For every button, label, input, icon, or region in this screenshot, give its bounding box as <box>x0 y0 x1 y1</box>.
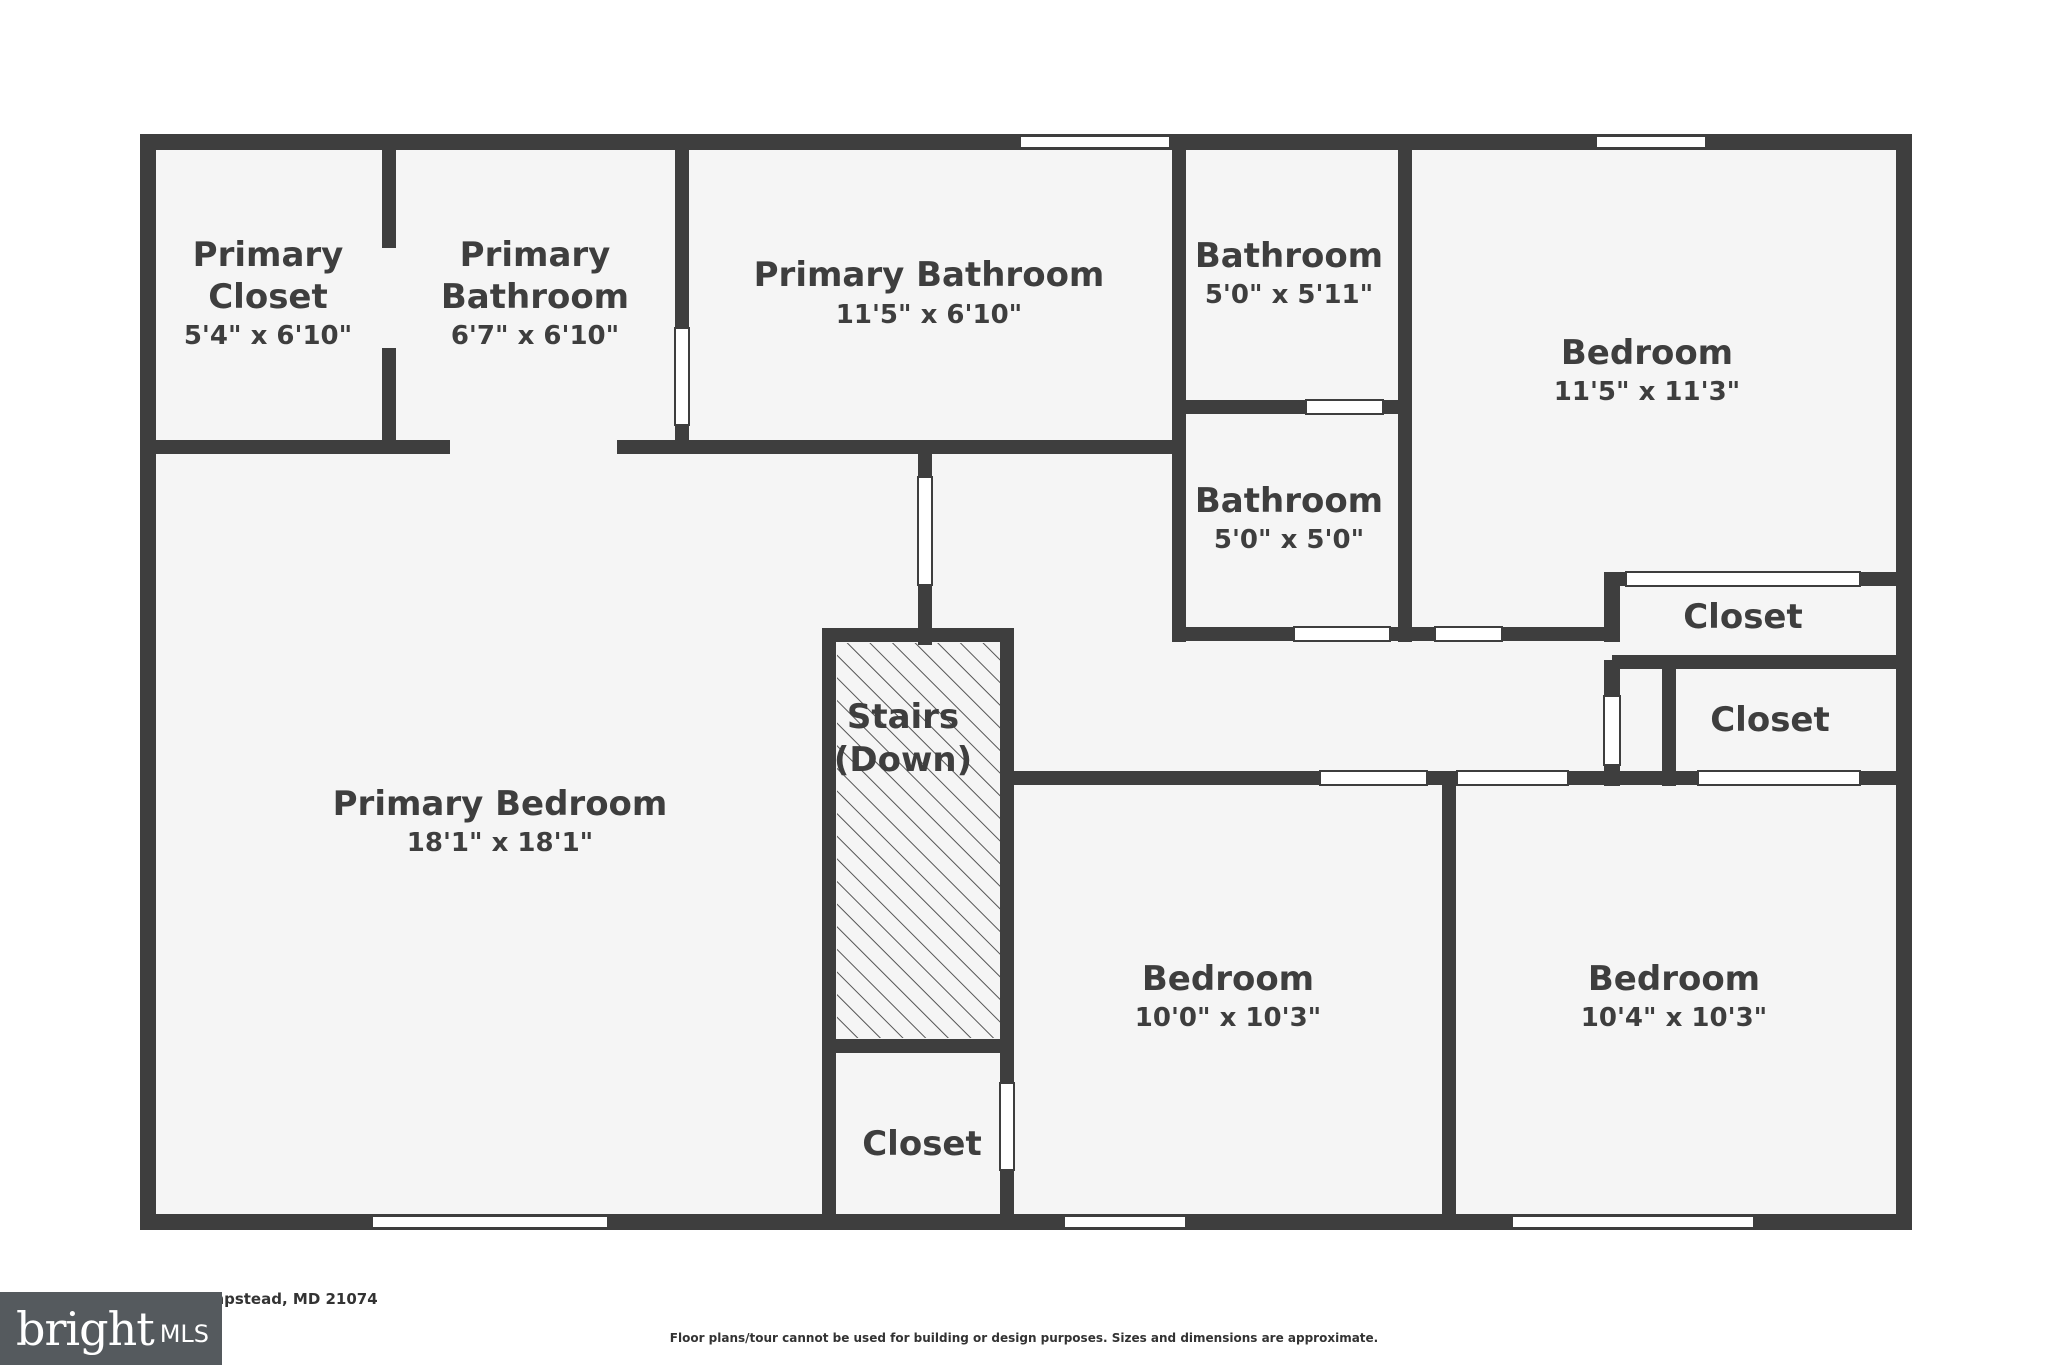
room-name-primary-bathroom: Primary Bathroom <box>754 255 1105 295</box>
bright-mls-logo: bright MLS <box>0 1292 222 1365</box>
room-name-bathroom-2: Bathroom <box>1195 481 1383 521</box>
brand-suffix: MLS <box>159 1319 210 1348</box>
room-name-primary-bedroom: Primary Bedroom <box>333 784 668 824</box>
room-name-bedroom-bottom-right: Bedroom <box>1588 959 1760 999</box>
floor-area <box>148 142 1902 1219</box>
room-name-closet-1: Closet <box>1683 597 1803 637</box>
room-dims-bedroom-top-right: 11'5" x 11'3" <box>1554 377 1740 407</box>
brand-name: bright <box>16 1301 155 1356</box>
room-dims-bedroom-bottom-middle: 10'0" x 10'3" <box>1135 1003 1321 1033</box>
room-name-closet-3: Closet <box>862 1124 982 1164</box>
room-dims-primary-bedroom: 18'1" x 18'1" <box>407 828 593 858</box>
stairs-hatch <box>837 643 1007 1038</box>
room-name-bedroom-bottom-middle: Bedroom <box>1142 959 1314 999</box>
room-name-bedroom-top-right: Bedroom <box>1561 333 1733 373</box>
room-dims-primary-bathroom: 11'5" x 6'10" <box>836 300 1022 330</box>
room-dims-bathroom-2: 5'0" x 5'0" <box>1214 525 1364 555</box>
room-dims-bedroom-bottom-right: 10'4" x 10'3" <box>1581 1003 1767 1033</box>
door-openings <box>674 327 1861 1171</box>
room-dims-primary-bathroom-small: 6'7" x 6'10" <box>451 321 619 351</box>
disclaimer-text: Floor plans/tour cannot be used for buil… <box>669 1331 1379 1345</box>
room-name-closet-2: Closet <box>1710 700 1830 740</box>
room-name-bathroom-1: Bathroom <box>1195 236 1383 276</box>
room-dims-bathroom-1: 5'0" x 5'11" <box>1205 280 1373 310</box>
room-dims-primary-closet: 5'4" x 6'10" <box>184 321 352 351</box>
windows <box>371 135 1755 1229</box>
room-name-stairs: Stairs(Down) <box>834 697 972 780</box>
